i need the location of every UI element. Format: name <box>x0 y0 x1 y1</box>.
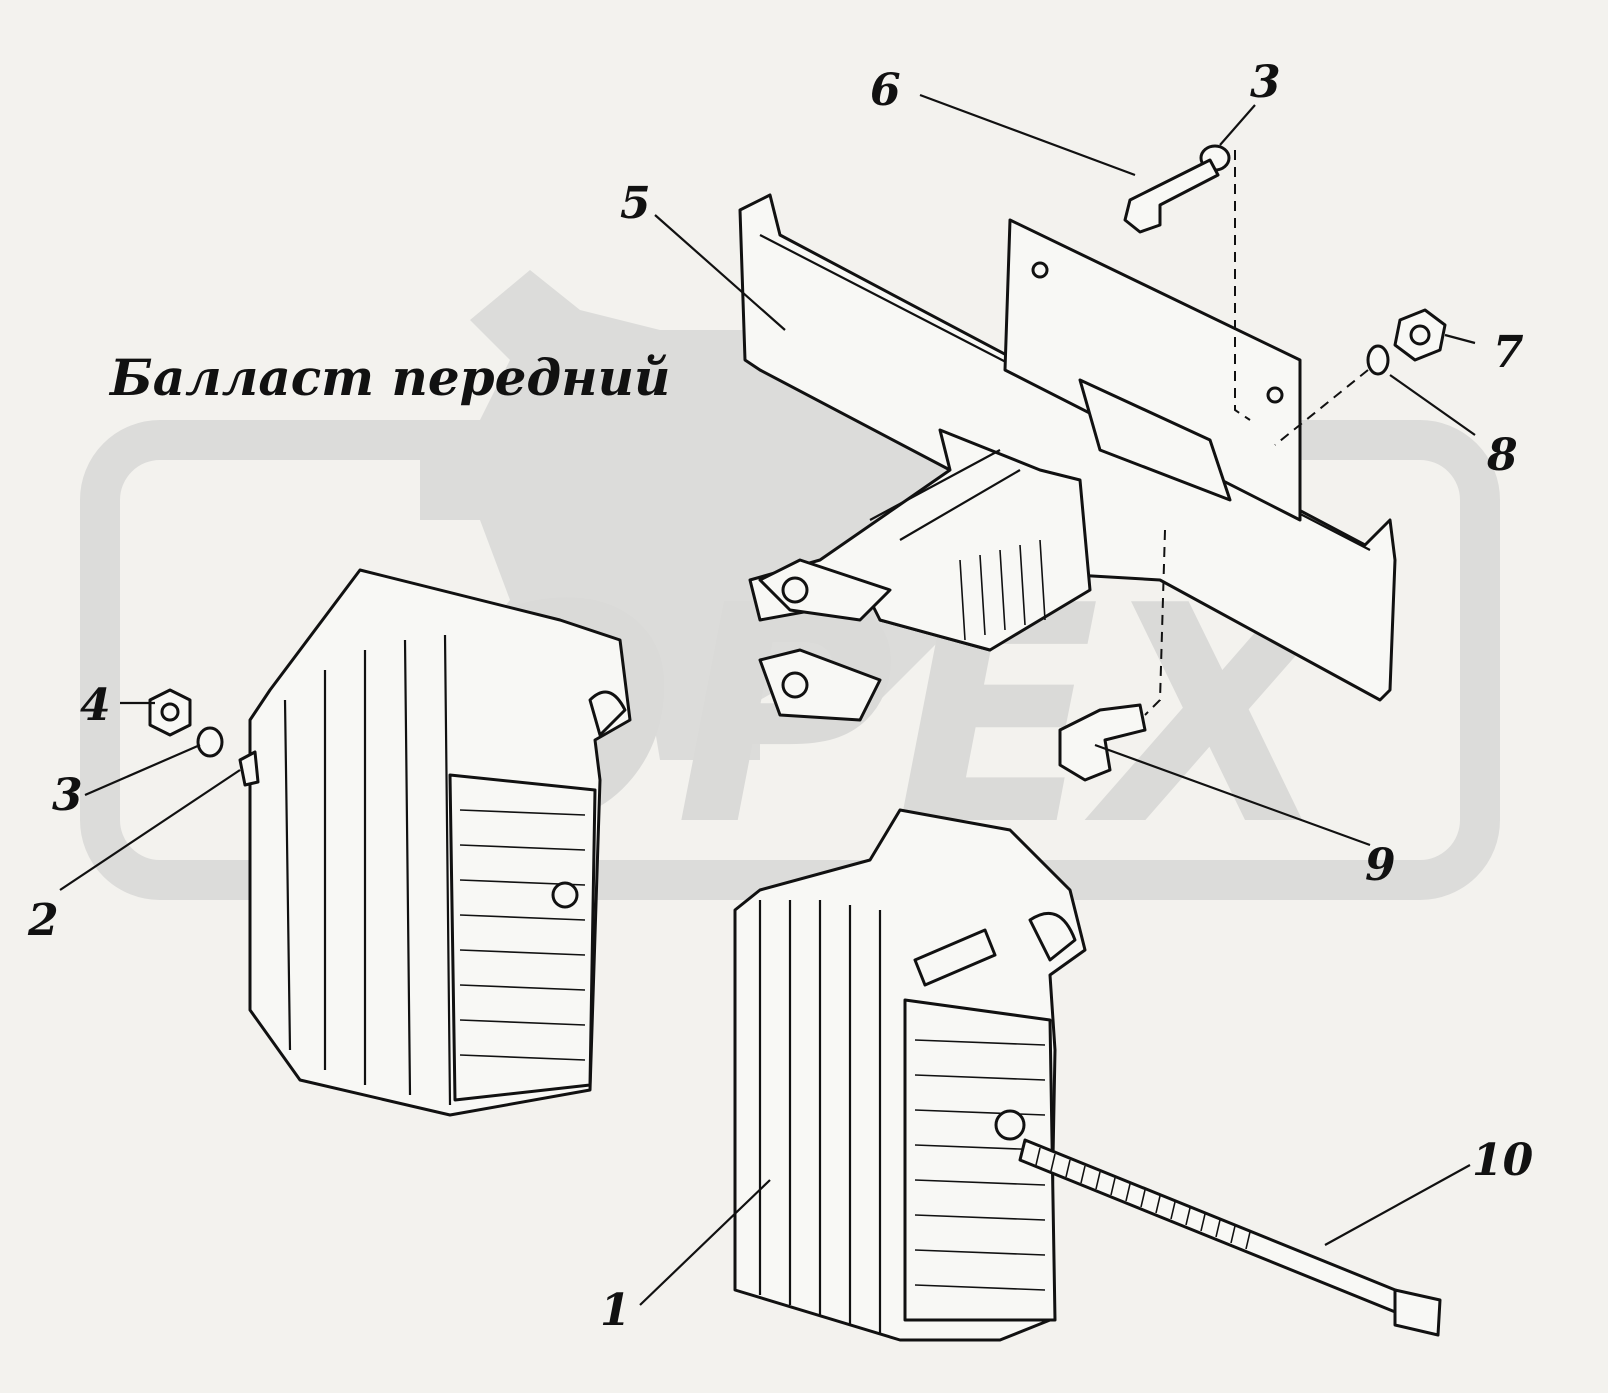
callout-5: 5 <box>620 178 651 229</box>
callout-10: 10 <box>1472 1135 1534 1186</box>
assembly-line-9 <box>1144 529 1166 716</box>
ballast-weight-left <box>238 568 632 1117</box>
bolt-part-9 <box>1058 703 1147 782</box>
callout-7: 7 <box>1493 327 1524 378</box>
bracket-part-5 <box>738 193 1397 722</box>
callout-1: 1 <box>600 1285 631 1336</box>
washer-part-3-left <box>196 726 224 758</box>
assembly-line-6 <box>1234 150 1251 421</box>
callout-3-left: 3 <box>52 770 83 821</box>
callout-9: 9 <box>1365 840 1396 891</box>
bolt-part-6 <box>1123 158 1220 234</box>
assembly-line-8 <box>1274 369 1369 446</box>
washer-part-8 <box>1366 344 1390 376</box>
hardware <box>148 144 1447 782</box>
callout-4: 4 <box>80 680 111 731</box>
leader-lines <box>59 93 1476 1306</box>
diagram-title: Балласт передний <box>110 348 671 407</box>
callouts: 1 2 3 3 4 5 6 7 8 9 10 <box>27 57 1534 1336</box>
callout-6: 6 <box>870 65 901 116</box>
callout-2: 2 <box>27 895 59 946</box>
callout-3-top: 3 <box>1250 57 1281 108</box>
watermark-frame <box>80 420 1500 900</box>
long-bolt-part-10 <box>1018 1138 1442 1337</box>
callout-8: 8 <box>1486 430 1518 481</box>
ballast-weight-part-1 <box>733 808 1087 1342</box>
